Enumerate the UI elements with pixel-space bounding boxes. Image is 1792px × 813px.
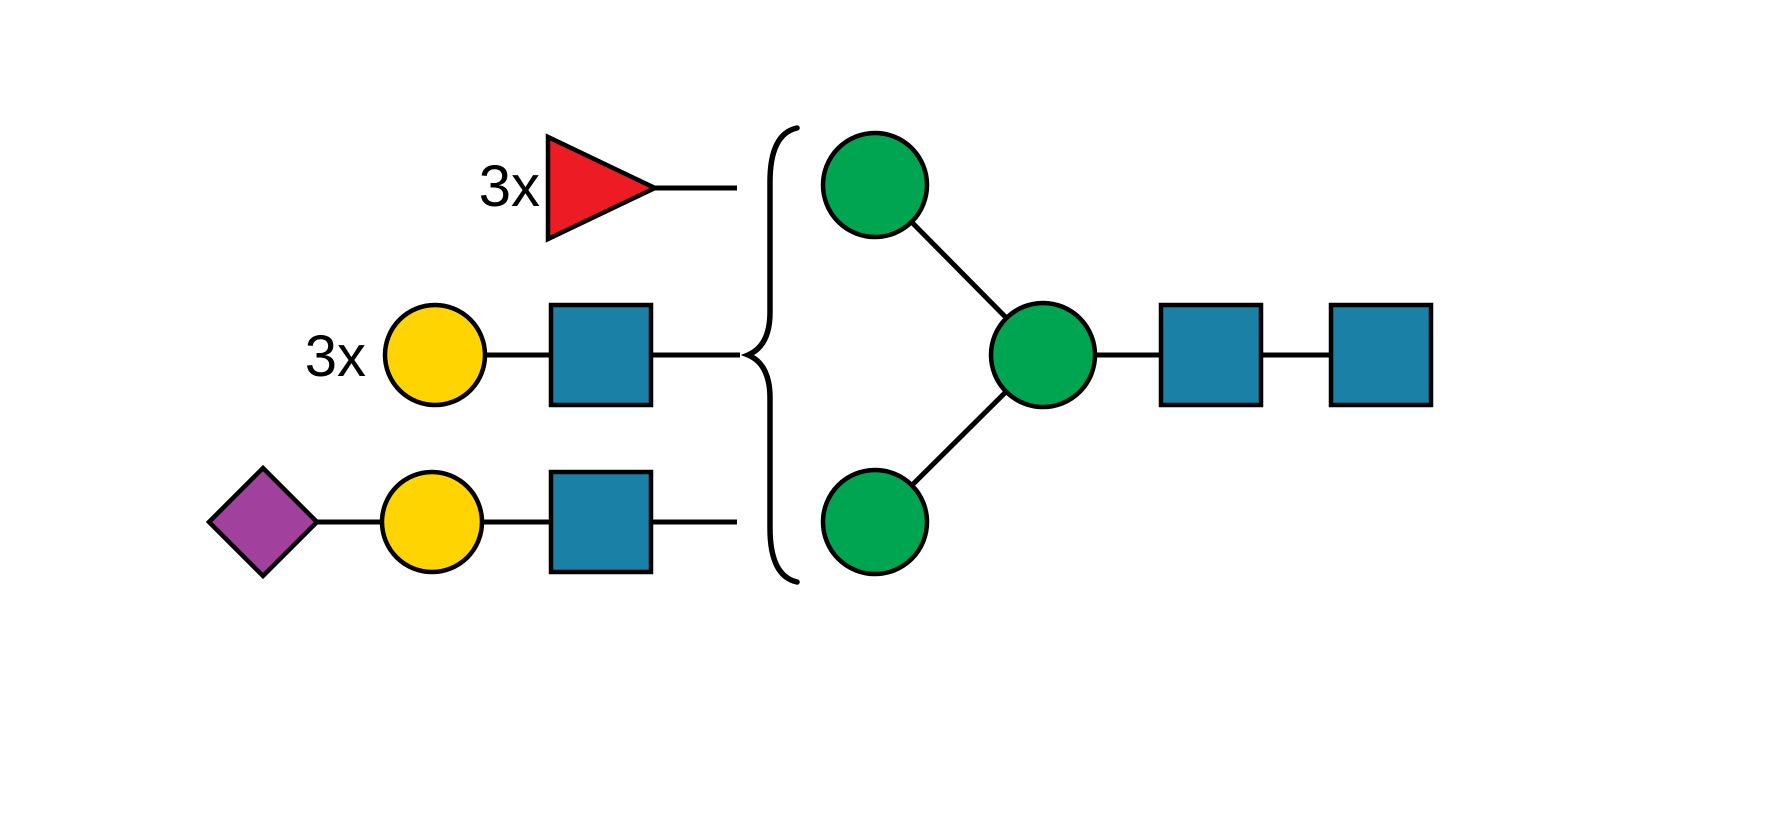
- mannose-circle-top: [820, 130, 930, 240]
- mannose-circle-bottom: [820, 467, 930, 577]
- top-multiplier-label: 3x: [479, 154, 540, 219]
- glcnac-square-core-2: [1328, 302, 1434, 408]
- galactose-circle-middle: [382, 302, 488, 408]
- neu5ac-diamond: [205, 464, 321, 580]
- mannose-circle-center: [988, 300, 1098, 410]
- glcnac-square-bottom: [548, 469, 654, 575]
- glcnac-square-core-1: [1158, 302, 1264, 408]
- glcnac-square-middle: [548, 302, 654, 408]
- fucose-triangle: [545, 133, 661, 243]
- middle-multiplier-label: 3x: [305, 324, 366, 389]
- galactose-circle-bottom: [379, 469, 485, 575]
- left-curly-brace: [740, 125, 800, 585]
